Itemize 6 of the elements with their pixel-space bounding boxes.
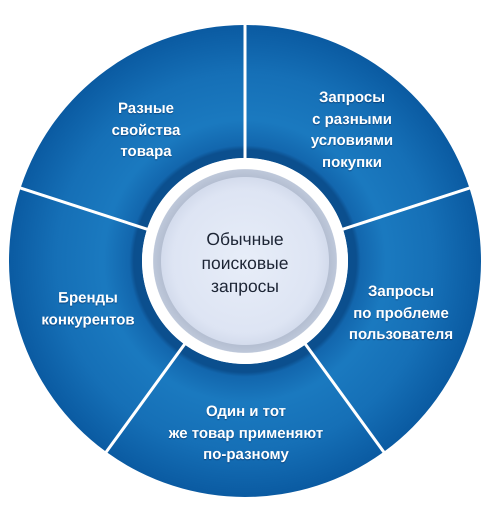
segment-label: Бренды конкурентов (41, 288, 135, 330)
center-label: Обычные поисковые запросы (202, 228, 288, 298)
segment-label: Разные свойства товара (112, 98, 180, 162)
segment-label: Запросы по проблеме пользователя (348, 282, 454, 345)
segment-label: Запросы с разными условиями покупки (310, 88, 394, 172)
segment-label: Один и тот же товар применяют по-разному (168, 402, 324, 465)
